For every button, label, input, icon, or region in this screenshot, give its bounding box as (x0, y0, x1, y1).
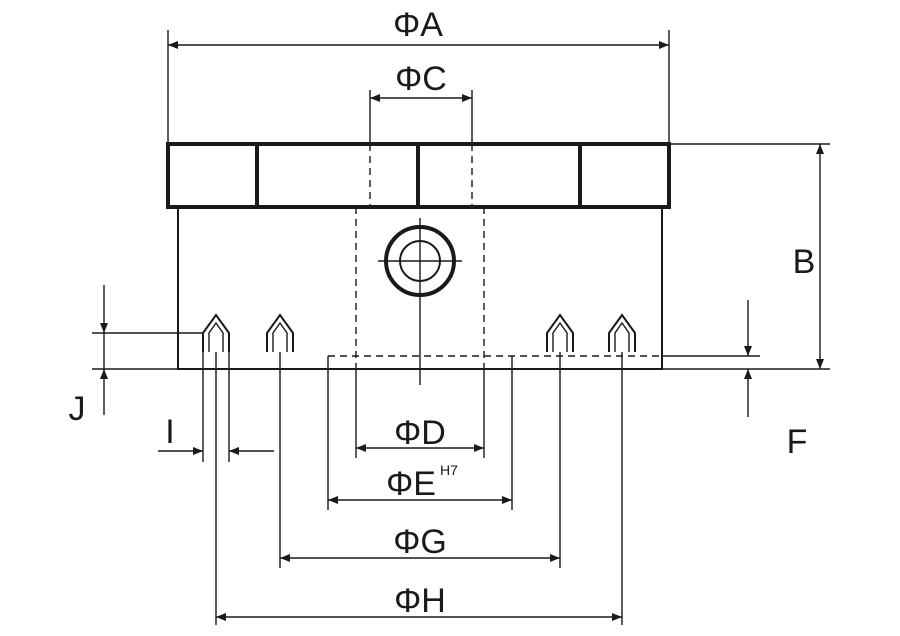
pin-1-inner (208, 321, 224, 352)
label-g: ΦG (393, 523, 447, 561)
pin-4-outer (608, 313, 636, 352)
label-c: ΦC (395, 60, 447, 98)
dimension-labels: ΦA ΦC B F J I ΦD ΦE H7 ΦG ΦH (69, 6, 816, 620)
hidden-lines (328, 144, 662, 369)
dimension-lines (100, 41, 824, 621)
pin-2-outer (266, 313, 294, 352)
label-j: J (69, 390, 86, 428)
pin-4-inner (614, 321, 630, 352)
label-b: B (793, 243, 816, 281)
extension-lines (92, 30, 830, 625)
label-a: ΦA (393, 6, 443, 44)
label-h: ΦH (394, 582, 446, 620)
pin-3-inner (552, 321, 568, 352)
pin-1-outer (202, 313, 230, 352)
label-d: ΦD (394, 414, 446, 452)
label-f: F (787, 423, 808, 461)
part-body (166, 142, 671, 385)
label-i: I (165, 413, 174, 451)
label-e: ΦE (386, 465, 436, 503)
dowel-pins (202, 313, 636, 352)
pin-3-outer (546, 313, 574, 352)
label-e-tolerance: H7 (440, 462, 458, 478)
pin-2-inner (272, 321, 288, 352)
